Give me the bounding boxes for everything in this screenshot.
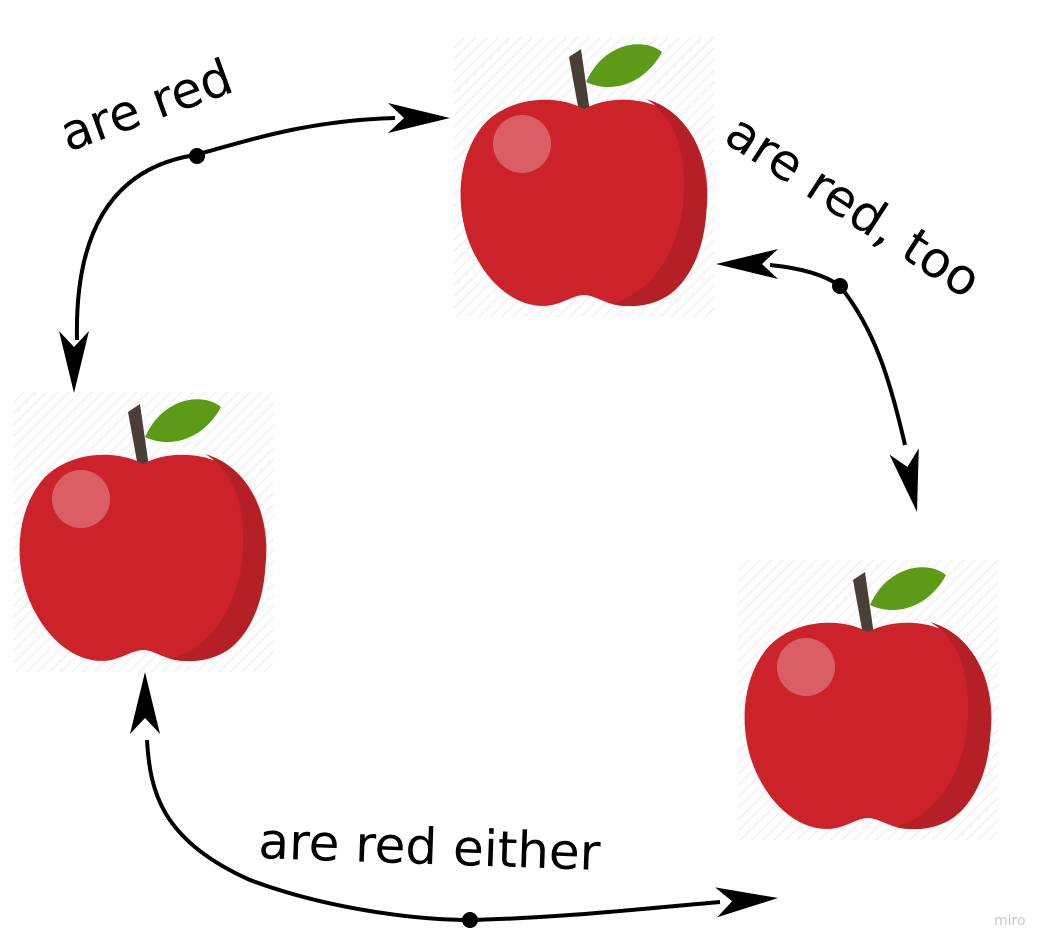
connector-top-right [769, 263, 907, 446]
connector-dot [189, 148, 205, 164]
arrowhead-icon [716, 249, 778, 279]
label-are-red-either: are red either [258, 812, 602, 882]
connector-dot [462, 912, 478, 928]
arrowhead-icon [889, 448, 932, 516]
connector-dot [832, 278, 848, 294]
arrowhead-icon [388, 103, 450, 133]
arrowhead-icon [715, 883, 780, 918]
apple-top [454, 37, 714, 317]
label-are-red-too: are red, too [715, 102, 991, 309]
apple-left [13, 392, 273, 672]
arrowhead-icon [59, 331, 89, 393]
connector-top-left [74, 116, 396, 341]
apple-bottom-right [738, 560, 998, 840]
arrowhead-icon [130, 672, 160, 734]
miro-watermark: miro [994, 913, 1026, 929]
label-are-red: are red [52, 48, 240, 164]
connector-bottom [145, 739, 721, 923]
